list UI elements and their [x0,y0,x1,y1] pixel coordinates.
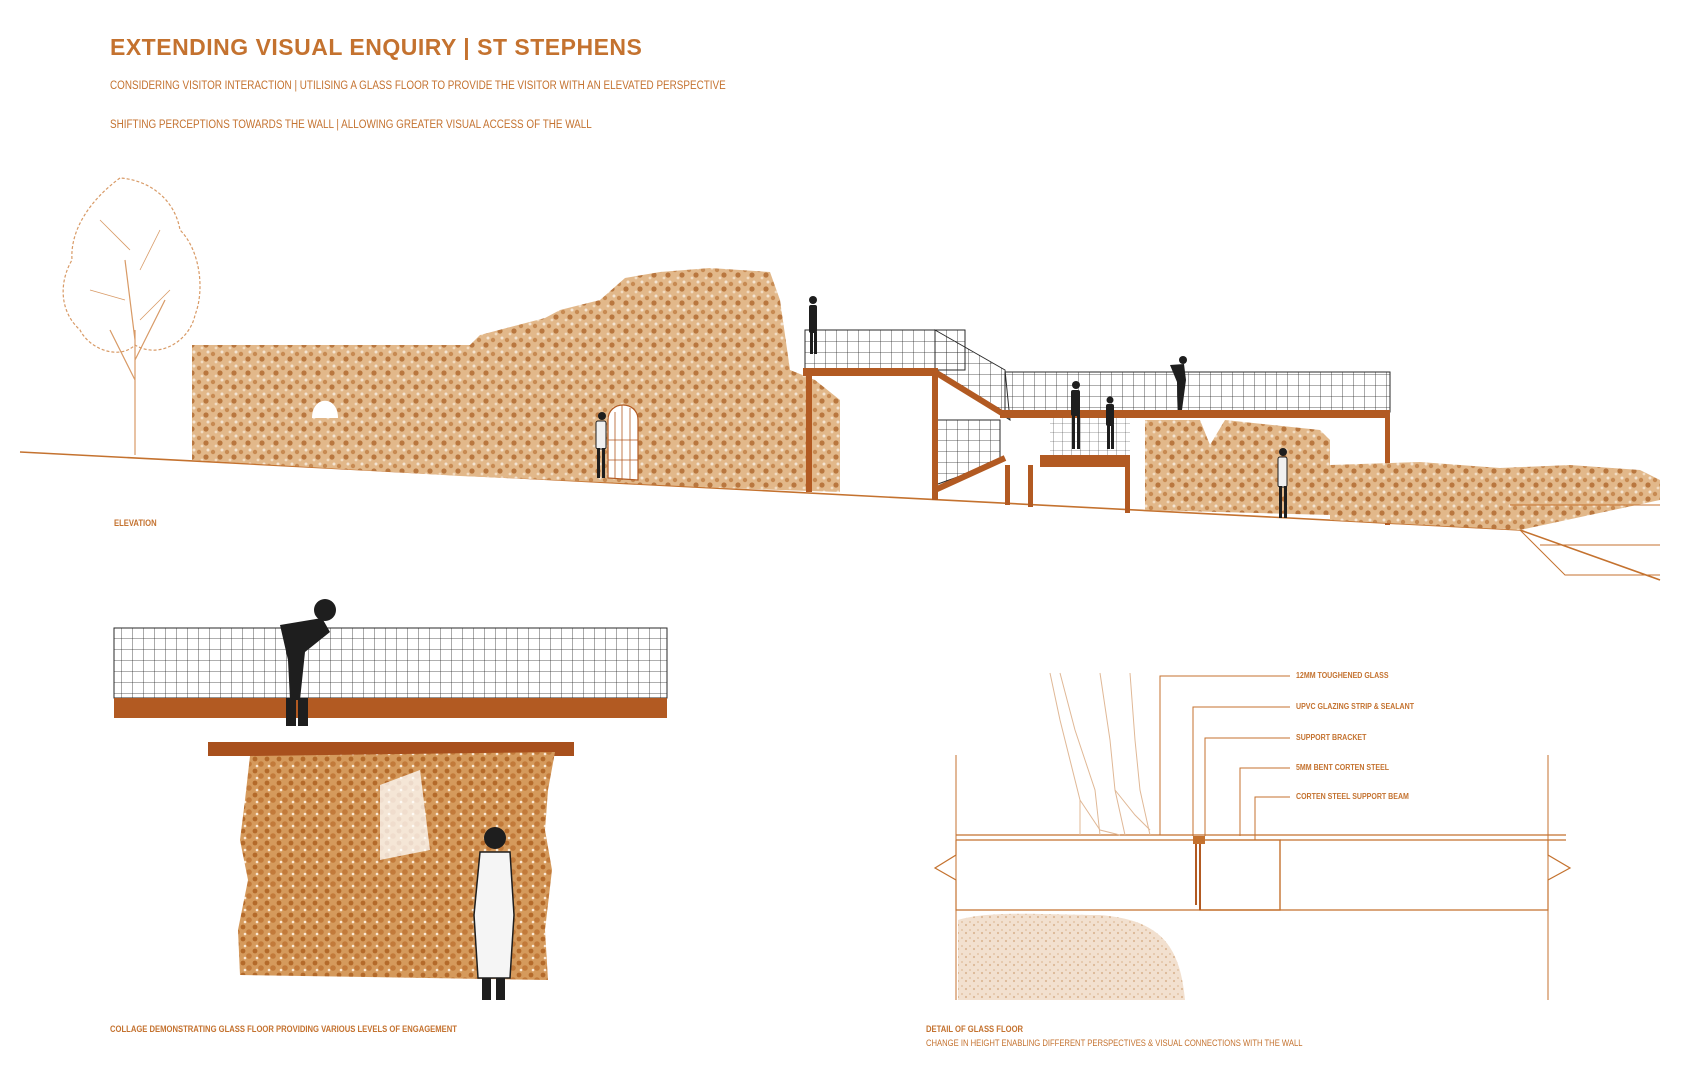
detail-subcaption: CHANGE IN HEIGHT ENABLING DIFFERENT PERS… [926,1038,1303,1048]
subtitle-visitor-interaction: CONSIDERING VISITOR INTERACTION | UTILIS… [110,80,726,92]
label-toughened-glass: 12mm TOUGHENED GLASS [1296,671,1389,680]
person-icon [1071,381,1080,449]
elevation-caption: ELEVATION [114,518,157,528]
walkway-structure [803,329,1391,525]
deck-upper [803,368,938,376]
detail-bracket [1193,836,1205,844]
detail-support-beam [1199,839,1281,911]
arch-window [312,400,338,418]
person-standing-icon [473,827,515,1000]
tree-icon [62,177,201,455]
deck-main [1000,410,1390,418]
ruin-wall-left [192,268,840,492]
ramp-steps [1510,504,1660,576]
subtitle-shifting-perceptions: SHIFTING PERCEPTIONS TOWARDS THE WALL | … [110,119,592,131]
gate-bars [608,405,638,480]
collage-wall-highlight [380,770,430,860]
person-icon [809,296,817,354]
collage-drawing [113,599,668,1000]
collage-glass-railing [113,627,668,699]
ruin-wall-right [1330,462,1660,530]
railing-glass-lower [1050,415,1130,455]
collage-deck [114,698,667,718]
label-bent-corten-steel: 5mm BENT CORTEN STEEL [1296,763,1390,772]
person-icon [1277,448,1288,518]
label-support-bracket: SUPPORT BRACKET [1296,733,1367,742]
detail-legs-sketch [1049,672,1151,836]
person-icon [1170,356,1187,410]
ruin-wall-middle [1145,420,1330,515]
detail-leader-lines [1159,675,1290,840]
detail-caption: DETAIL OF GLASS FLOOR [926,1024,1024,1034]
railing-glass-main [1004,371,1391,413]
elevation-drawing [19,177,1661,581]
label-glazing-strip: UPVC GLAZING STRIP & SEALANT [1296,702,1415,711]
collage-lower-deck [208,742,574,756]
stair-stringer-upper [933,369,1007,418]
person-icon [595,412,607,478]
stair-stringer-lower [933,455,1007,493]
person-leaning-icon [280,599,336,726]
page-title: EXTENDING VISUAL ENQUIRY | ST STEPHENS [110,34,643,60]
elevation-figures [595,296,1288,518]
detail-drawing [933,672,1572,1000]
collage-caption: COLLAGE DEMONSTRATING GLASS FLOOR PROVID… [110,1024,457,1034]
arch-gate [607,404,639,481]
label-support-beam: CORTEN STEEL SUPPORT BEAM [1296,792,1409,801]
detail-stone-mass [958,913,1185,1000]
detail-bent-steel [1195,840,1201,910]
detail-floor-slab [933,834,1572,911]
stair-railing-upper [934,329,1011,422]
deck-lower [1040,455,1130,467]
person-icon [1106,396,1114,449]
